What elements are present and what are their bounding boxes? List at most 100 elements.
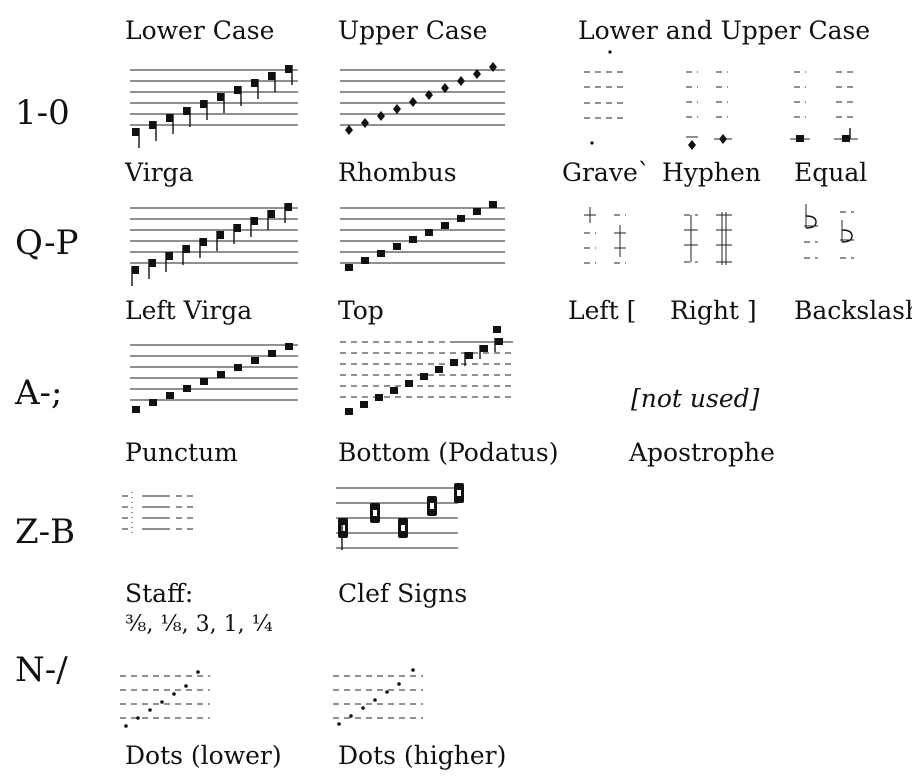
- caption-clef-signs: Clef Signs: [338, 579, 468, 608]
- clef-sign-hole: [341, 525, 345, 531]
- podatus-note: [405, 380, 413, 387]
- virga-note: [149, 121, 156, 129]
- podatus-notes: [345, 326, 503, 415]
- row-label-q-p: Q-P: [15, 223, 79, 263]
- clef-signs-figure: [336, 483, 464, 550]
- caption-hyphen: Hyphen: [662, 158, 761, 187]
- virga-figure: [130, 65, 298, 148]
- rhombus-note: [409, 97, 417, 107]
- caption-rhombus: Rhombus: [338, 158, 457, 187]
- punctum-note: [234, 364, 242, 371]
- punctum-note: [268, 350, 276, 357]
- left-virga-figure: [130, 203, 298, 286]
- virga-note: [166, 114, 173, 122]
- dot: [148, 708, 152, 712]
- punctum-note: [200, 378, 208, 385]
- dot: [361, 706, 365, 710]
- caption-punctum: Punctum: [125, 438, 238, 467]
- caption-dots-lower: Dots (lower): [125, 741, 282, 770]
- dot: [349, 714, 353, 718]
- top-note: [393, 243, 401, 250]
- staff-sizes: ³⁄₈, ¹⁄₈, 3, 1, ¹⁄₄: [125, 612, 273, 637]
- podatus-note: [480, 345, 488, 352]
- left-virga-note: [251, 217, 258, 225]
- equal-punctum-right: [842, 135, 850, 142]
- left-virga-note: [217, 231, 224, 239]
- caption-grave: Grave`: [562, 158, 651, 187]
- left-virga-note: [166, 252, 173, 260]
- staff-lines: [340, 69, 505, 126]
- rhombus-note: [345, 125, 353, 135]
- virga-note: [200, 100, 207, 108]
- dot: [160, 700, 164, 704]
- staff-lines: [130, 69, 298, 126]
- top-note: [409, 236, 417, 243]
- punctum-note: [132, 406, 140, 413]
- staff-figure: [122, 492, 194, 533]
- header-lower-and-upper-case: Lower and Upper Case: [578, 16, 871, 45]
- left-virga-note: [132, 266, 139, 274]
- punctum-note: [285, 343, 293, 350]
- virga-note: [183, 107, 190, 115]
- hyphen-rhombus-high: [719, 134, 727, 144]
- podatus-top-note: [493, 326, 501, 333]
- header-lower-case: Lower Case: [125, 16, 275, 45]
- backslash-figure: [804, 204, 854, 259]
- row-label-n-slash: N-/: [15, 650, 68, 690]
- podatus-note: [390, 387, 398, 394]
- dot: [184, 684, 188, 688]
- punctum-note: [217, 371, 225, 378]
- dot: [373, 698, 377, 702]
- dot: [124, 724, 128, 728]
- row-label-a-semicolon: A-;: [15, 373, 63, 413]
- left-virga-note: [149, 259, 156, 267]
- not-used-label: [not used]: [631, 384, 760, 413]
- top-note: [377, 250, 385, 257]
- caption-staff: Staff:: [125, 579, 194, 608]
- rhombus-note: [473, 69, 481, 79]
- caption-left-virga: Left Virga: [125, 296, 253, 325]
- virga-note: [268, 72, 275, 80]
- left-virga-note: [234, 224, 241, 232]
- rhombus-note: [425, 90, 433, 100]
- podatus-note: [495, 338, 503, 345]
- rhombus-note: [361, 118, 369, 128]
- virga-note: [285, 65, 292, 73]
- caption-dots-higher: Dots (higher): [338, 741, 507, 770]
- clef-sign-hole: [373, 510, 377, 516]
- hyphen-figure: [686, 71, 732, 150]
- hyphen-rhombus-low: [688, 140, 696, 150]
- right-bracket-figure: [684, 212, 732, 265]
- punctum-note: [183, 385, 191, 392]
- dot: [397, 682, 401, 686]
- top-note: [441, 222, 449, 229]
- punctum-figure: [130, 343, 298, 413]
- virga-note: [234, 86, 241, 94]
- rhombus-notes: [345, 62, 497, 135]
- rhombus-note: [489, 62, 497, 72]
- caption-right-bracket: Right ]: [670, 296, 757, 325]
- left-bracket-figure: [584, 207, 626, 264]
- top-note: [457, 215, 465, 222]
- left-virga-note: [183, 245, 190, 253]
- left-virga-notes: [131, 203, 292, 286]
- dot: [196, 670, 200, 674]
- clef-sign-hole: [401, 525, 405, 531]
- punctum-note: [149, 399, 157, 406]
- dot: [411, 668, 415, 672]
- podatus-figure: [340, 326, 515, 415]
- header-upper-case: Upper Case: [338, 16, 488, 45]
- top-figure: [340, 201, 505, 271]
- clef-sign-hole: [430, 503, 434, 509]
- podatus-note: [435, 366, 443, 373]
- row-label-1-0: 1-0: [15, 93, 70, 133]
- dot: [385, 690, 389, 694]
- punctum-notes: [132, 343, 293, 413]
- virga-note: [251, 79, 258, 87]
- caption-virga: Virga: [125, 158, 194, 187]
- top-notes: [345, 201, 497, 271]
- grave-dot-top: [608, 50, 612, 54]
- caption-top: Top: [338, 296, 384, 325]
- caption-bottom-podatus: Bottom (Podatus): [338, 438, 559, 467]
- dots-lower-figure: [120, 670, 210, 728]
